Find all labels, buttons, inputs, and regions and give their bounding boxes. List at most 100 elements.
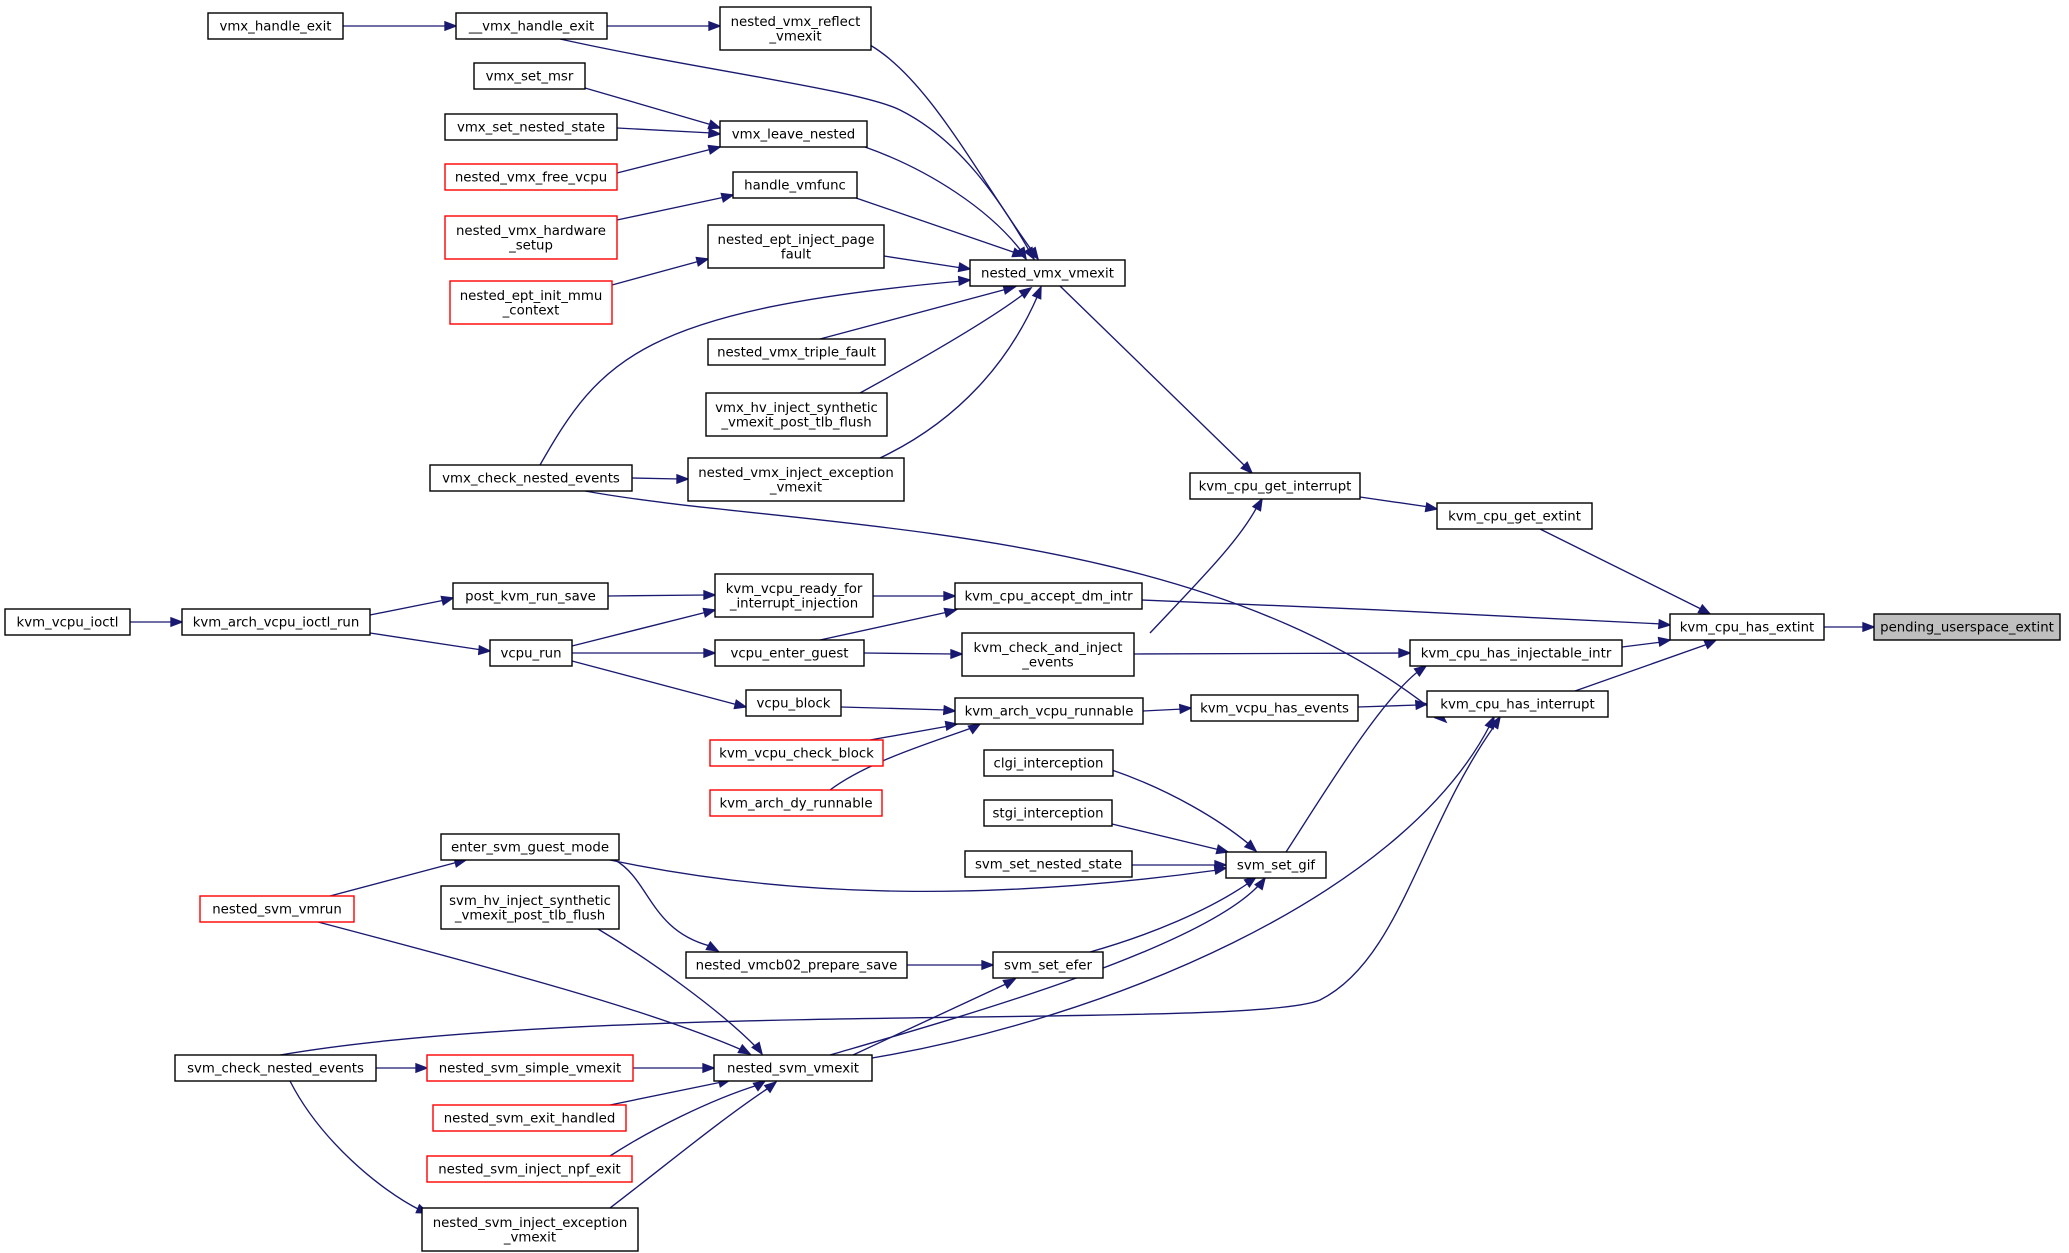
node-nested-svm-inject-npf-exit[interactable]: nested_svm_inject_npf_exit [426, 1155, 633, 1183]
node-label: vmx_set_nested_state [457, 121, 605, 136]
node-nested-svm-inject-exception-vmexit[interactable]: nested_svm_inject_exception_vmexit [421, 1207, 639, 1252]
arrowhead [942, 704, 957, 716]
node-box [714, 639, 865, 667]
node-label: kvm_arch_dy_runnable [719, 797, 872, 812]
node-box [745, 689, 842, 717]
node-kvm-cpu-has-extint[interactable]: kvm_cpu_has_extint [1669, 613, 1825, 641]
node---vmx-handle-exit[interactable]: __vmx_handle_exit [455, 12, 608, 40]
edge-kvm_arch_vcpu_runnable-to-kvm_vcpu_has_events [1142, 703, 1193, 715]
node-kvm-cpu-get-interrupt[interactable]: kvm_cpu_get_interrupt [1189, 472, 1361, 500]
node-box [954, 697, 1144, 725]
edge-kvm_check_and_inject_events-to-kvm_cpu_has_injectable_intr [1133, 647, 1412, 659]
node-box [1669, 613, 1825, 641]
arrowhead [477, 644, 492, 656]
edge-enter_svm_guest_mode-to-svm_set_gif [609, 859, 1228, 893]
edge-line [571, 660, 739, 706]
edge-line [329, 861, 459, 897]
node-nested-ept-init-mmu-context[interactable]: nested_ept_init_mmu_context [449, 280, 613, 325]
node-vmx-leave-nested[interactable]: vmx_leave_nested [719, 120, 868, 148]
node-nested-vmx-reflect-vmexit[interactable]: nested_vmx_reflect_vmexit [719, 6, 872, 51]
node-nested-vmx-triple-fault[interactable]: nested_vmx_triple_fault [707, 338, 886, 366]
node-box [1189, 472, 1361, 500]
node-box [181, 608, 371, 636]
arrowhead [1424, 501, 1439, 513]
node-svm-hv-inject-synthetic-vmexit-post-tlb-flush[interactable]: svm_hv_inject_synthetic_vmexit_post_tlb_… [440, 885, 620, 930]
node-nested-vmx-vmexit[interactable]: nested_vmx_vmexit [969, 259, 1126, 287]
node-label: kvm_cpu_has_interrupt [1440, 698, 1594, 713]
edge-kvm_check_and_inject_events-to-kvm_cpu_get_interrupt [1149, 497, 1263, 634]
arrowhead [1002, 284, 1017, 295]
arrowhead [1018, 286, 1033, 299]
node-box [421, 1207, 639, 1252]
node-vmx-handle-exit[interactable]: vmx_handle_exit [207, 12, 344, 40]
edge-line [369, 632, 483, 651]
node-nested-vmx-free-vcpu[interactable]: nested_vmx_free_vcpu [444, 163, 618, 191]
node-nested-vmcb02-prepare-save[interactable]: nested_vmcb02_prepare_save [685, 951, 908, 979]
node-kvm-cpu-has-interrupt[interactable]: kvm_cpu_has_interrupt [1426, 690, 1609, 718]
arrowhead [957, 275, 972, 287]
node-label: nested_vmx_free_vcpu [455, 171, 607, 186]
arrowhead [676, 473, 690, 485]
edge-line [1359, 496, 1430, 508]
arrowhead [957, 261, 972, 273]
edge-vcpu_enter_guest-to-kvm_cpu_accept_dm_intr [819, 607, 958, 641]
edge-nested_vmx_reflect_vmexit-to-nested_vmx_vmexit [869, 44, 1040, 261]
node-kvm-check-and-inject-events[interactable]: kvm_check_and_inject_events [961, 632, 1135, 677]
node-kvm-vcpu-has-events[interactable]: kvm_vcpu_has_events [1190, 694, 1359, 722]
node-kvm-vcpu-ready-for-interrupt-injection[interactable]: kvm_vcpu_ready_for_interrupt_injection [714, 573, 874, 618]
node-label: svm_set_nested_state [975, 858, 1122, 873]
node-vcpu-block[interactable]: vcpu_block [745, 689, 842, 717]
node-box [489, 639, 573, 667]
arrowhead [440, 595, 455, 606]
edge-line [1111, 769, 1251, 846]
node-clgi-interception[interactable]: clgi_interception [983, 749, 1114, 777]
node-nested-vmx-hardware-setup[interactable]: nested_vmx_hardware_setup [444, 215, 618, 260]
node-vmx-set-msr[interactable]: vmx_set_msr [473, 62, 586, 90]
node-label: vcpu_block [757, 697, 831, 712]
node-pending-userspace-extint[interactable]: pending_userspace_extint [1873, 613, 2061, 641]
node-vcpu-enter-guest[interactable]: vcpu_enter_guest [714, 639, 865, 667]
node-box [687, 457, 905, 502]
node-svm-check-nested-events[interactable]: svm_check_nested_events [174, 1054, 377, 1082]
node-enter-svm-guest-mode[interactable]: enter_svm_guest_mode [440, 833, 620, 861]
node-kvm-cpu-get-extint[interactable]: kvm_cpu_get_extint [1436, 502, 1593, 530]
arrowhead [763, 1080, 778, 1094]
node-kvm-vcpu-check-block[interactable]: kvm_vcpu_check_block [709, 739, 884, 767]
node-kvm-arch-vcpu-runnable[interactable]: kvm_arch_vcpu_runnable [954, 697, 1144, 725]
node-box [954, 582, 1143, 610]
node-vmx-hv-inject-synthetic-vmexit-post-tlb-flush[interactable]: vmx_hv_inject_synthetic_vmexit_post_tlb_… [705, 392, 888, 437]
node-kvm-arch-dy-runnable[interactable]: kvm_arch_dy_runnable [709, 789, 883, 817]
node-kvm-cpu-accept-dm-intr[interactable]: kvm_cpu_accept_dm_intr [954, 582, 1143, 610]
node-post-kvm-run-save[interactable]: post_kvm_run_save [452, 582, 609, 610]
node-box [714, 573, 874, 618]
node-label: kvm_cpu_get_interrupt [1199, 480, 1352, 495]
node-vmx-check-nested-events[interactable]: vmx_check_nested_events [429, 464, 633, 492]
node-handle-vmfunc[interactable]: handle_vmfunc [732, 171, 858, 199]
edge-nested_svm_simple_vmexit-to-nested_svm_vmexit [633, 1062, 716, 1074]
edge-line [871, 724, 1491, 1059]
node-vcpu-run[interactable]: vcpu_run [489, 639, 573, 667]
node-svm-set-efer[interactable]: svm_set_efer [992, 951, 1104, 979]
node-stgi-interception[interactable]: stgi_interception [983, 799, 1113, 827]
edge-line [369, 599, 446, 616]
node-vmx-set-nested-state[interactable]: vmx_set_nested_state [444, 113, 618, 141]
node-label: _interrupt_injection [729, 596, 858, 611]
edge-vcpu_block-to-kvm_arch_vcpu_runnable [840, 704, 957, 716]
node-nested-svm-exit-handled[interactable]: nested_svm_exit_handled [432, 1104, 627, 1132]
node-kvm-vcpu-ioctl[interactable]: kvm_vcpu_ioctl [4, 608, 131, 636]
node-svm-set-nested-state[interactable]: svm_set_nested_state [964, 850, 1133, 878]
node-kvm-cpu-has-injectable-intr[interactable]: kvm_cpu_has_injectable_intr [1409, 639, 1623, 667]
node-nested-svm-vmrun[interactable]: nested_svm_vmrun [199, 895, 355, 923]
node-svm-set-gif[interactable]: svm_set_gif [1225, 851, 1327, 879]
node-nested-svm-vmexit[interactable]: nested_svm_vmexit [713, 1054, 873, 1082]
edge-nested_svm_vmexit-to-svm_set_efer [852, 978, 1017, 1056]
edge-kvm_cpu_has_injectable_intr-to-kvm_cpu_has_extint [1621, 636, 1672, 648]
node-nested-vmx-inject-exception-vmexit[interactable]: nested_vmx_inject_exception_vmexit [687, 457, 905, 502]
node-box [174, 1054, 377, 1082]
edge-line [559, 38, 1031, 253]
node-nested-svm-simple-vmexit[interactable]: nested_svm_simple_vmexit [426, 1054, 634, 1082]
node-kvm-arch-vcpu-ioctl-run[interactable]: kvm_arch_vcpu_ioctl_run [181, 608, 371, 636]
node-box [709, 739, 884, 767]
node-label: kvm_arch_vcpu_ioctl_run [193, 616, 360, 631]
